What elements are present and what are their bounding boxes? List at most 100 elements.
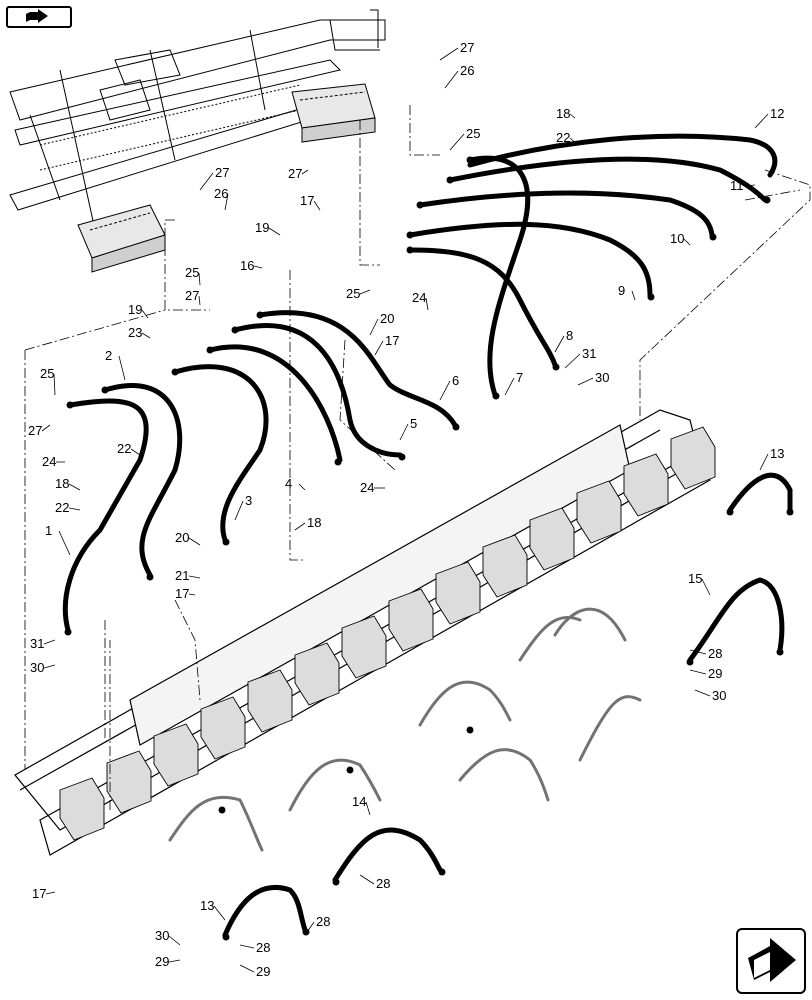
callout-label: 30 (595, 370, 609, 385)
callout-17: 17 (175, 586, 196, 601)
callout-27: 27 (439, 40, 474, 61)
fitting (686, 658, 694, 666)
callout-15: 15 (688, 571, 711, 596)
leader-line (439, 380, 451, 401)
callout-label: 26 (214, 186, 228, 201)
callout-label: 29 (708, 666, 722, 681)
callout-label: 24 (42, 454, 56, 469)
callout-label: 17 (300, 193, 314, 208)
callout-1: 1 (45, 523, 71, 556)
callout-2: 2 (105, 348, 126, 381)
callout-label: 13 (200, 898, 214, 913)
callout-label: 22 (117, 441, 131, 456)
callout-17: 17 (300, 193, 321, 211)
row-unit (59, 777, 105, 841)
row-unit (341, 615, 387, 679)
leader-line (701, 578, 711, 596)
callout-13: 13 (200, 898, 226, 921)
leader-line (359, 874, 375, 885)
callout-5: 5 (399, 416, 417, 441)
fitting (552, 363, 560, 371)
callout-17: 17 (374, 333, 399, 356)
callout-label: 24 (412, 290, 426, 305)
leader-line (683, 238, 691, 246)
leader-line (759, 453, 769, 471)
row-unit (388, 588, 434, 652)
leader-line (631, 290, 636, 301)
callout-label: 4 (285, 476, 292, 491)
leader-line (577, 377, 594, 386)
fitting (256, 311, 264, 319)
leader-line (298, 483, 306, 491)
callout-3: 3 (234, 493, 252, 521)
fitting (709, 233, 717, 241)
leader-line (45, 891, 56, 895)
callout-label: 13 (770, 446, 784, 461)
callout-label: 3 (245, 493, 252, 508)
callout-30: 30 (30, 660, 56, 675)
leader-line (188, 593, 196, 596)
callout-9: 9 (618, 283, 636, 301)
callout-7: 7 (504, 370, 523, 396)
row-unit (294, 642, 340, 706)
row-unit (482, 534, 528, 598)
valve-block-top (291, 83, 376, 143)
callout-label: 28 (316, 914, 330, 929)
callout-22: 22 (117, 441, 141, 456)
fitting (146, 573, 154, 581)
fitting (406, 246, 414, 254)
fittings (64, 156, 794, 941)
fitting (466, 726, 474, 734)
leader-line (198, 295, 201, 306)
fitting (206, 346, 214, 354)
leader-line (118, 355, 126, 381)
callout-28: 28 (359, 874, 390, 891)
hoses-light (168, 607, 642, 852)
fitting (302, 928, 310, 936)
fitting (776, 648, 784, 656)
callout-28: 28 (239, 940, 270, 955)
leader-line (304, 921, 315, 936)
leader-line (199, 172, 214, 191)
next-page-arrow-icon[interactable] (736, 928, 806, 994)
book-arrow-icon[interactable] (6, 6, 72, 28)
callout-19: 19 (128, 302, 149, 319)
callout-label: 29 (256, 964, 270, 979)
callout-label: 29 (155, 954, 169, 969)
callout-29: 29 (689, 666, 722, 681)
callout-label: 18 (307, 515, 321, 530)
fitting (492, 392, 500, 400)
callout-30: 30 (694, 688, 726, 703)
callout-label: 25 (466, 126, 480, 141)
callout-label: 16 (240, 258, 254, 273)
leader-line (504, 377, 515, 396)
callout-8: 8 (554, 328, 573, 353)
callout-label: 5 (410, 416, 417, 431)
leader-line (313, 200, 321, 211)
fitting (416, 201, 424, 209)
leader-line (43, 639, 56, 645)
leader-line (449, 133, 465, 151)
callout-11: 11 (730, 178, 756, 193)
callout-label: 30 (712, 688, 726, 703)
callout-label: 10 (670, 231, 684, 246)
callout-label: 19 (255, 220, 269, 235)
leader-line (694, 689, 711, 697)
callout-27: 27 (185, 288, 201, 306)
callout-30: 30 (577, 370, 609, 386)
leader-line (439, 47, 459, 61)
fitting (398, 453, 406, 461)
leader-line (41, 424, 51, 432)
row-unit (623, 453, 669, 517)
leader-line (239, 964, 255, 973)
callout-label: 23 (128, 325, 142, 340)
leader-line (754, 113, 769, 129)
callout-label: 17 (385, 333, 399, 348)
callout-label: 25 (185, 265, 199, 280)
callout-label: 17 (175, 586, 189, 601)
leader-line (253, 265, 263, 269)
fitting (101, 386, 109, 394)
callout-label: 18 (556, 106, 570, 121)
callout-label: 28 (376, 876, 390, 891)
